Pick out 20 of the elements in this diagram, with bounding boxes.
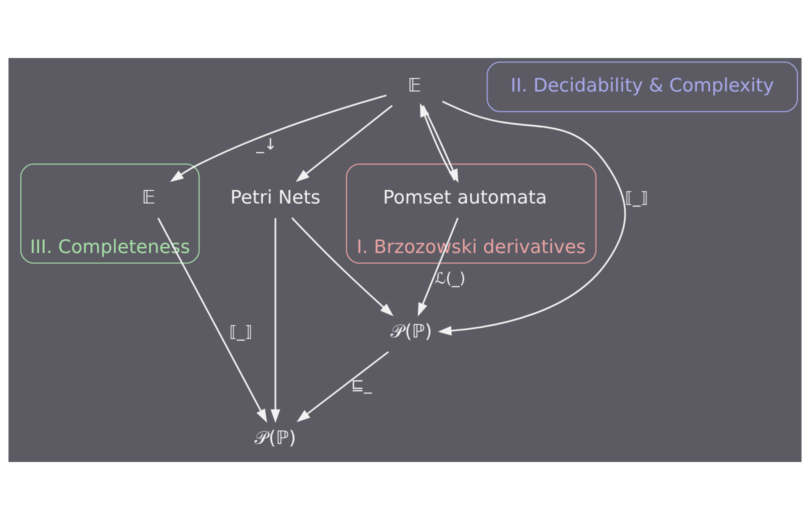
node-box: II. Decidability & Complexity xyxy=(486,62,798,112)
edge-label: ⊑_ xyxy=(351,376,372,394)
arrow xyxy=(270,218,280,424)
arrow xyxy=(157,218,268,423)
node-text: 𝒫(ℙ) xyxy=(254,428,296,449)
edge-label: ⟦_⟧ xyxy=(229,322,252,341)
arrow xyxy=(438,100,626,336)
edge-label: ℒ(_) xyxy=(434,270,466,288)
node-text: Petri Nets xyxy=(230,188,320,209)
arrow xyxy=(296,104,393,182)
edge-label: ⟦_⟧ xyxy=(625,188,648,207)
arrow xyxy=(418,218,459,317)
edge-label: _↓ xyxy=(256,136,277,154)
node-text: Pomset automata xyxy=(383,188,548,209)
arrow xyxy=(291,217,394,316)
node-text: 𝔼 xyxy=(142,188,156,209)
arrow xyxy=(296,351,389,422)
node-text: 𝒫(ℙ) xyxy=(390,322,432,343)
arrow xyxy=(170,94,387,182)
node-text: 𝔼 xyxy=(408,75,422,96)
